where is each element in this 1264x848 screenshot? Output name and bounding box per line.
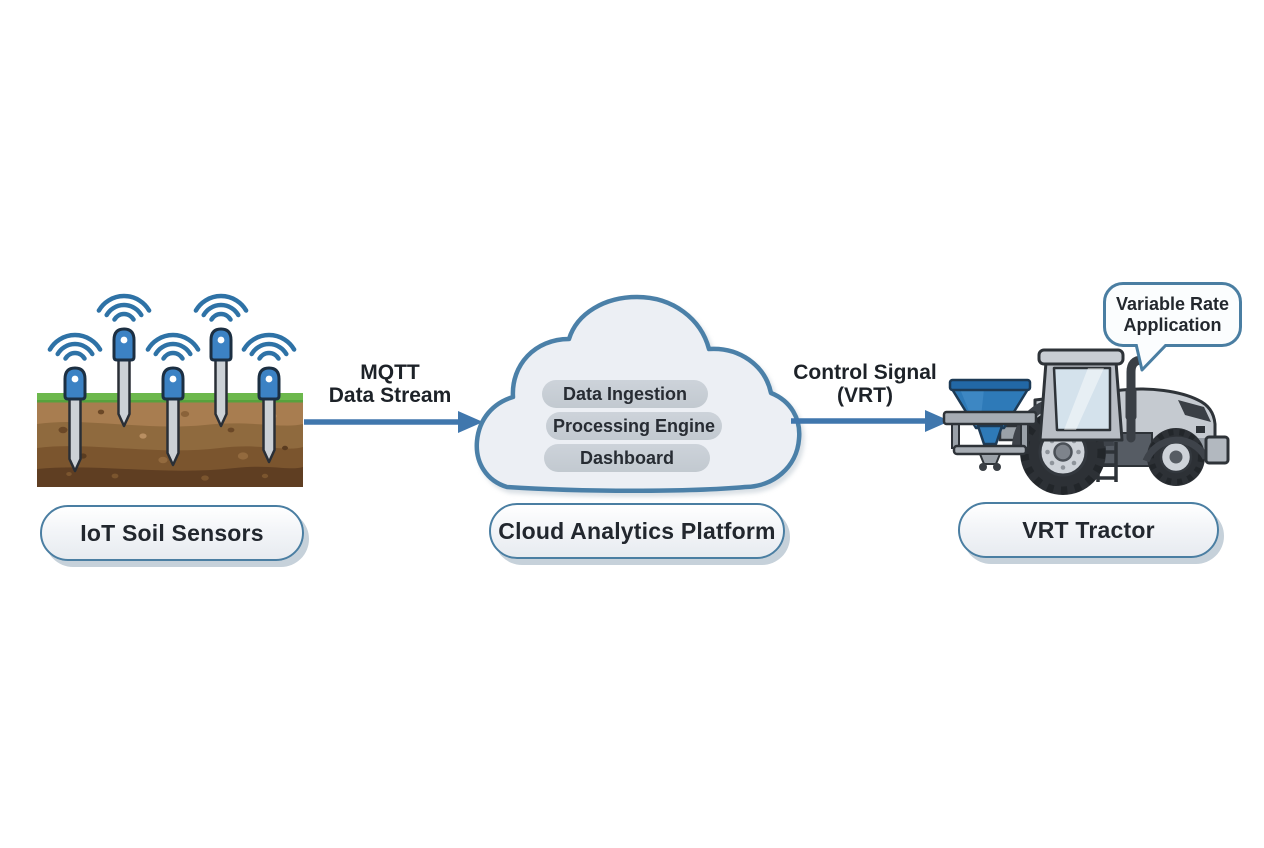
tractor-cab xyxy=(1037,348,1125,442)
speech-bubble-text: Variable Rate xyxy=(1115,293,1230,314)
cloud-component-pill: Dashboard xyxy=(544,444,710,472)
wifi-icon xyxy=(47,293,297,361)
flow-label-line1: Control Signal xyxy=(793,361,937,384)
flow-arrow-control xyxy=(791,410,950,432)
tractor-illustration xyxy=(942,348,1230,495)
cloud-component-pill: Data Ingestion xyxy=(542,380,708,408)
hopper xyxy=(942,378,1038,471)
speech-bubble-tail xyxy=(1134,344,1169,372)
front-bumper xyxy=(1204,435,1230,465)
soil-sensors-illustration xyxy=(37,293,303,487)
node-label-cloud: Cloud Analytics Platform xyxy=(489,503,785,559)
speech-bubble-text: Application xyxy=(1123,314,1222,335)
flow-label-mqtt: MQTT Data Stream xyxy=(310,361,470,407)
arrowhead-icon xyxy=(458,411,483,433)
arrowhead-icon xyxy=(925,410,950,432)
node-label-soil-sensors: IoT Soil Sensors xyxy=(40,505,304,561)
cloud-component-pill: Processing Engine xyxy=(546,412,722,440)
front-fender xyxy=(1142,436,1210,463)
speech-bubble: Variable Rate Application xyxy=(1103,282,1242,347)
flow-label-line2: Data Stream xyxy=(328,384,452,408)
flow-label-control: Control Signal (VRT) xyxy=(785,361,945,407)
flow-arrow-mqtt xyxy=(304,411,483,433)
node-label-tractor: VRT Tractor xyxy=(958,502,1219,558)
soil-sensor xyxy=(63,327,281,473)
flow-label-line2: (VRT) xyxy=(837,384,893,408)
flow-label-line1: MQTT xyxy=(360,361,420,384)
